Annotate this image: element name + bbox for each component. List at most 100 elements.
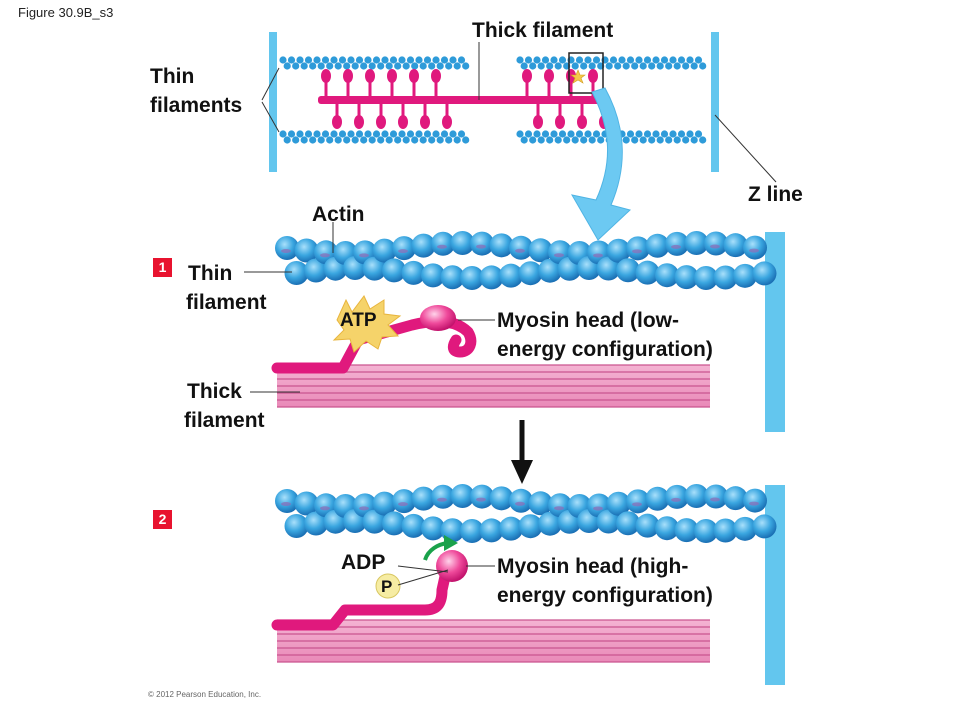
actin-bead — [362, 256, 387, 281]
actin-bead — [321, 56, 330, 64]
actin-bead — [360, 136, 368, 144]
actin-bead — [401, 513, 426, 538]
thick-filament-band-2 — [277, 619, 710, 663]
actin-bead — [631, 62, 639, 70]
actin-bead — [279, 130, 287, 138]
actin-bead — [355, 130, 364, 138]
myosin-head — [332, 115, 342, 129]
actin-bead — [287, 130, 296, 138]
actin-bead — [655, 516, 679, 541]
actin-bead — [398, 130, 406, 138]
actin-bead — [360, 62, 368, 70]
myosin-head — [533, 115, 543, 129]
actin-bead — [626, 236, 650, 261]
actin-bead — [723, 233, 748, 258]
myosin-head — [588, 69, 598, 83]
label-thick-filament-line1: Thick — [187, 380, 242, 403]
actin-bead — [292, 136, 300, 144]
actin-bead — [394, 136, 402, 144]
actin-bead — [406, 56, 415, 64]
actin-bead — [538, 258, 562, 283]
actin-bead — [677, 56, 686, 64]
binding-site — [515, 248, 525, 253]
actin-bead — [372, 130, 381, 138]
actin-bead — [656, 136, 664, 144]
actin-bead — [372, 56, 381, 64]
label-thin-filaments-line2: filaments — [150, 94, 243, 117]
myosin-head-high — [436, 550, 468, 582]
actin-bead — [401, 260, 426, 285]
actin-bead — [489, 233, 514, 258]
actin-bead — [626, 130, 635, 138]
actin-bead — [389, 130, 398, 138]
actin-bead — [392, 236, 416, 261]
binding-site — [632, 249, 642, 254]
actin-bead — [669, 130, 677, 138]
actin-bead — [656, 62, 664, 70]
actin-bead — [309, 136, 317, 144]
myosin-head — [544, 69, 554, 83]
actin-bead — [733, 516, 757, 541]
actin-bead — [584, 56, 592, 64]
actin-bead — [292, 62, 300, 70]
actin-bead — [588, 62, 596, 70]
actin-bead — [616, 258, 640, 283]
actin-bead — [330, 56, 338, 64]
actin-bead — [558, 130, 567, 138]
label-myosin-high-line1: Myosin head (high- — [497, 555, 689, 578]
actin-bead — [440, 518, 465, 543]
actin-bead — [529, 136, 537, 144]
actin-bead — [411, 486, 436, 511]
actin-bead — [713, 265, 738, 290]
actin-bead — [655, 263, 679, 288]
actin-bead — [524, 130, 533, 138]
binding-site — [359, 253, 369, 258]
actin-bead — [450, 484, 475, 509]
actin-bead — [606, 491, 631, 516]
actin-bead — [415, 130, 423, 138]
actin-bead — [330, 130, 338, 138]
actin-bead — [385, 136, 393, 144]
transition-arrow — [511, 420, 533, 484]
actin-bead — [423, 130, 432, 138]
actin-bead — [694, 56, 703, 64]
actin-bead — [453, 62, 461, 70]
actin-bead — [558, 56, 567, 64]
actin-bead — [460, 265, 484, 290]
actin-bead — [431, 484, 455, 509]
actin-bead — [449, 130, 457, 138]
actin-bead — [652, 56, 660, 64]
actin-bead — [509, 488, 533, 513]
label-thin-filaments-line1: Thin — [150, 65, 195, 88]
myosin-head — [522, 69, 532, 83]
actin-bead — [423, 56, 432, 64]
binding-site — [710, 244, 720, 249]
actin-bead — [699, 62, 707, 70]
actin-bead — [694, 518, 718, 543]
actin-bead — [347, 130, 355, 138]
zoom-arrow — [571, 87, 632, 241]
actin-bead — [575, 56, 584, 64]
actin-bead — [283, 136, 291, 144]
actin-bead — [541, 130, 550, 138]
myosin-head — [420, 115, 430, 129]
actin-bead — [516, 130, 524, 138]
actin-bead — [643, 56, 652, 64]
myosin-head — [365, 69, 375, 83]
binding-site — [671, 244, 681, 249]
actin-bead — [618, 56, 626, 64]
binding-site — [593, 506, 603, 511]
actin-bead — [518, 514, 543, 539]
actin-bead — [300, 62, 308, 70]
actin-bead — [643, 130, 652, 138]
cocking-arrow-head — [444, 535, 458, 551]
actin-bead — [304, 258, 328, 283]
binding-site — [281, 249, 291, 253]
actin-filament-2 — [275, 484, 777, 543]
actin-bead — [334, 136, 342, 144]
thick-filament-band-1 — [277, 364, 710, 408]
actin-bead — [421, 263, 445, 288]
label-thick-filament-line2: filament — [184, 409, 265, 432]
label-myosin-low-line1: Myosin head (low- — [497, 309, 680, 332]
z-line-left — [269, 32, 277, 172]
